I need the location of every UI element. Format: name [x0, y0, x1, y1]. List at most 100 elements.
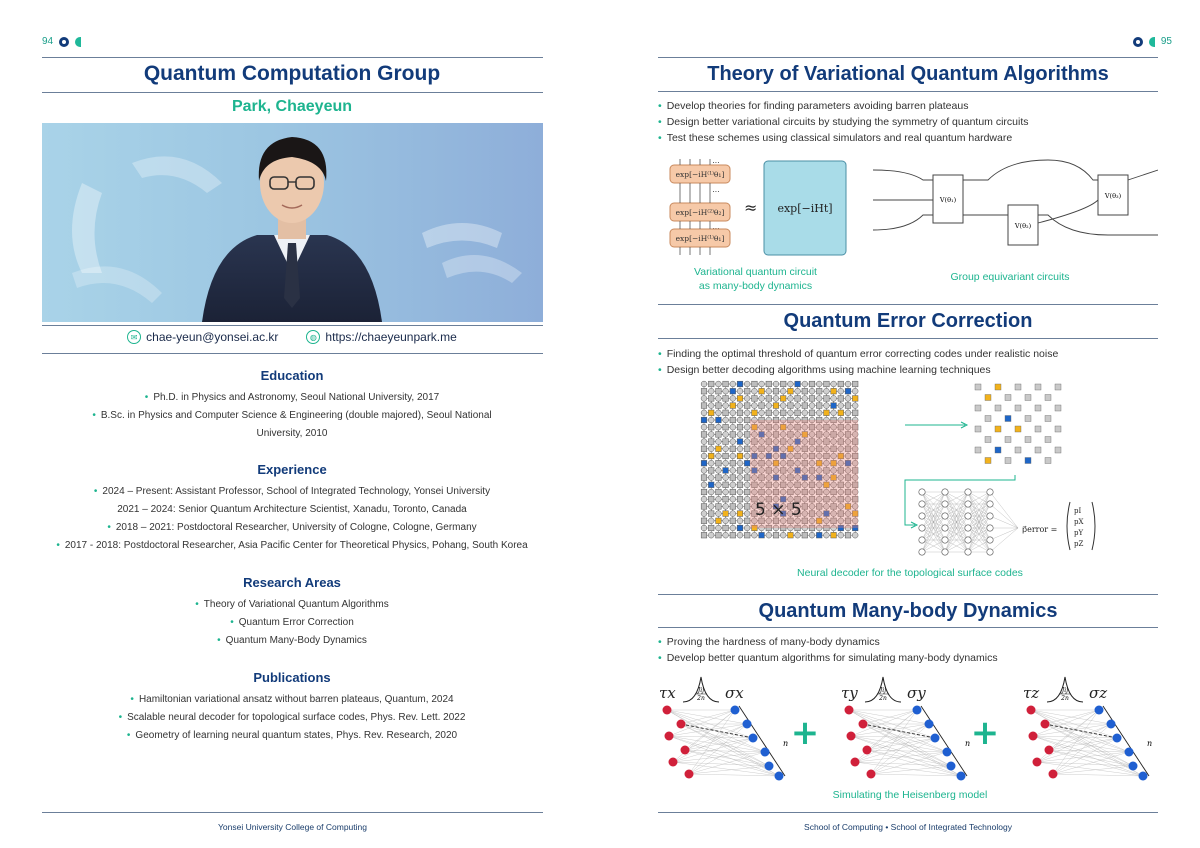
spin-blue — [1106, 719, 1116, 729]
spin-blue — [956, 771, 966, 781]
ancilla-qubit — [816, 532, 823, 539]
data-qubit — [794, 503, 801, 510]
data-qubit — [823, 532, 830, 539]
spin-blue — [946, 761, 956, 771]
neuron — [964, 536, 972, 544]
data-qubit — [751, 488, 758, 496]
section-heading: Publications — [253, 670, 331, 685]
email-link[interactable]: chae-yeun@yonsei.ac.kr — [146, 330, 279, 344]
vqa-bullets: •Develop theories for finding parameters… — [658, 98, 1158, 146]
data-qubit — [801, 424, 808, 431]
ancilla-qubit — [844, 460, 852, 467]
data-qubit — [722, 503, 729, 510]
email-icon: ✉ — [127, 330, 142, 344]
syndrome-cell — [994, 404, 1002, 412]
ancilla-qubit — [722, 452, 729, 460]
spin-blue — [774, 771, 784, 781]
ancilla-qubit — [772, 388, 780, 395]
fraction-numerator: Jij — [878, 687, 886, 694]
ancilla-qubit — [708, 467, 715, 474]
ancilla-qubit — [758, 503, 765, 510]
ancilla-qubit — [830, 488, 837, 496]
ancilla-qubit — [772, 460, 780, 467]
data-qubit — [808, 460, 816, 467]
ancilla-qubit — [794, 496, 801, 503]
data-qubit — [772, 481, 780, 488]
data-qubit — [823, 474, 830, 481]
ancilla-qubit — [808, 380, 816, 388]
data-qubit — [830, 481, 837, 488]
data-qubit — [787, 524, 794, 532]
syndrome-cell — [1034, 404, 1042, 412]
ancilla-qubit — [736, 467, 744, 474]
ancilla-qubit — [844, 474, 852, 481]
ancilla-qubit — [744, 517, 751, 524]
ancilla-qubit — [808, 424, 816, 431]
data-qubit — [844, 395, 852, 402]
data-qubit — [729, 481, 736, 488]
data-qubit — [700, 510, 708, 517]
approx-symbol: ≈ — [744, 198, 757, 217]
ancilla-qubit — [765, 395, 772, 402]
spin-red — [1032, 757, 1042, 767]
ancilla-qubit — [729, 431, 736, 438]
data-qubit — [758, 467, 765, 474]
data-qubit — [700, 409, 708, 416]
ancilla-qubit — [751, 395, 758, 402]
data-qubit — [801, 380, 808, 388]
ancilla-qubit — [801, 402, 808, 409]
website-link[interactable]: https://chaeyeunpark.me — [325, 330, 457, 344]
data-qubit — [808, 517, 816, 524]
data-qubit — [780, 388, 787, 395]
syndrome-cell — [1014, 404, 1022, 412]
ancilla-qubit — [729, 532, 736, 539]
ancilla-qubit — [787, 402, 794, 409]
ancilla-qubit — [780, 438, 787, 445]
globe-icon: ◍ — [306, 330, 321, 344]
data-qubit — [787, 438, 794, 445]
spin-blue — [942, 747, 952, 757]
data-qubit — [715, 524, 722, 532]
ancilla-qubit — [772, 503, 780, 510]
data-qubit — [823, 488, 830, 496]
syndrome-cell — [1054, 383, 1062, 391]
ancilla-qubit — [801, 460, 808, 467]
n-label: n — [783, 739, 788, 748]
data-qubit — [722, 474, 729, 481]
email-contact[interactable]: ✉ chae-yeun@yonsei.ac.kr — [127, 330, 278, 344]
ancilla-qubit — [758, 517, 765, 524]
ancilla-qubit — [751, 467, 758, 474]
ancilla-qubit — [816, 388, 823, 395]
data-qubit — [837, 445, 844, 452]
data-qubit — [816, 524, 823, 532]
data-qubit — [801, 438, 808, 445]
data-qubit — [830, 467, 837, 474]
prob-z: pZ — [1074, 540, 1083, 548]
ancilla-qubit — [837, 481, 844, 488]
ancilla-qubit — [787, 517, 794, 524]
data-qubit — [787, 380, 794, 388]
section-heading: Research Areas — [243, 575, 341, 590]
website-contact[interactable]: ◍ https://chaeyeunpark.me — [306, 330, 457, 344]
data-qubit — [715, 481, 722, 488]
divider — [42, 325, 543, 326]
ancilla-qubit — [794, 424, 801, 431]
fraction-numerator: Jij — [696, 687, 704, 694]
data-qubit — [772, 510, 780, 517]
data-qubit — [808, 416, 816, 424]
ancilla-qubit — [722, 510, 729, 517]
list-item: •2017 - 2018: Postdoctoral Researcher, A… — [56, 540, 528, 551]
list-item: •Develop better quantum algorithms for s… — [658, 652, 998, 664]
surface-code-lattice — [700, 380, 859, 539]
data-qubit — [765, 460, 772, 467]
fraction-denominator: 2n — [1060, 695, 1069, 702]
ancilla-qubit — [830, 503, 837, 510]
data-qubit — [765, 402, 772, 409]
list-item: •Finding the optimal threshold of quantu… — [658, 348, 1059, 360]
ancilla-qubit — [772, 474, 780, 481]
syndrome-cell — [1034, 383, 1042, 391]
ancilla-qubit — [823, 481, 830, 488]
syndrome-cell — [1024, 394, 1032, 401]
syndrome-cell — [984, 457, 992, 464]
footer-divider — [42, 812, 543, 813]
